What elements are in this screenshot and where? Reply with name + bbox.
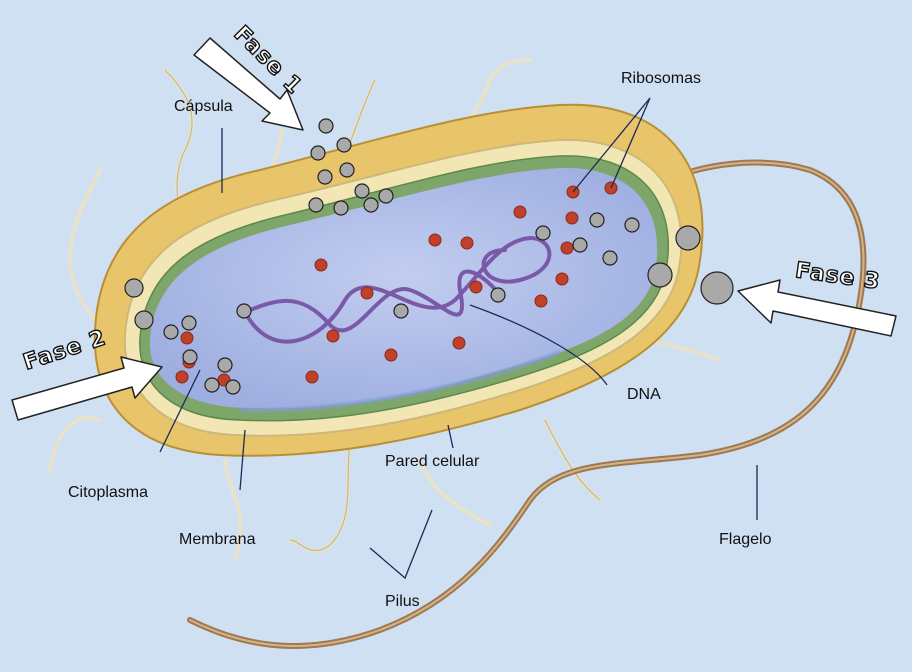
particle xyxy=(311,146,325,160)
particle xyxy=(379,189,393,203)
ribosome xyxy=(566,212,578,224)
particle xyxy=(205,378,219,392)
ribosome xyxy=(429,234,441,246)
pilus-label: Pilus xyxy=(385,593,420,611)
particle xyxy=(125,279,143,297)
particle xyxy=(355,184,369,198)
particle xyxy=(491,288,505,302)
particle xyxy=(536,226,550,240)
particle xyxy=(676,226,700,250)
pilus xyxy=(545,420,600,500)
ribosome xyxy=(176,371,188,383)
particle xyxy=(701,272,733,304)
pilus xyxy=(50,418,100,470)
particle xyxy=(319,119,333,133)
ribosome xyxy=(461,237,473,249)
ribosomas-label: Ribosomas xyxy=(621,70,701,88)
particle xyxy=(364,198,378,212)
particle xyxy=(218,358,232,372)
particle xyxy=(340,163,354,177)
citoplasma-label: Citoplasma xyxy=(68,484,148,502)
particle xyxy=(226,380,240,394)
particle xyxy=(183,350,197,364)
particle xyxy=(603,251,617,265)
particle xyxy=(182,316,196,330)
particle xyxy=(590,213,604,227)
ribosome xyxy=(535,295,547,307)
particle xyxy=(318,170,332,184)
particle xyxy=(164,325,178,339)
ribosome xyxy=(327,330,339,342)
pared-celular-label: Pared celular xyxy=(385,453,479,471)
ribosome xyxy=(514,206,526,218)
capsula-label: Cápsula xyxy=(174,98,233,116)
particle xyxy=(337,138,351,152)
ribosome xyxy=(470,281,482,293)
ribosome xyxy=(561,242,573,254)
ribosome xyxy=(361,287,373,299)
ribosome xyxy=(181,332,193,344)
flagelo-label: Flagelo xyxy=(719,531,771,549)
particle xyxy=(135,311,153,329)
pilus-leader xyxy=(370,510,432,578)
pilus xyxy=(290,440,350,551)
ribosome xyxy=(385,349,397,361)
particle xyxy=(309,198,323,212)
ribosome xyxy=(306,371,318,383)
particle xyxy=(648,263,672,287)
membrana-label: Membrana xyxy=(179,531,255,549)
ribosome xyxy=(556,273,568,285)
dna-label: DNA xyxy=(627,386,661,404)
particle xyxy=(334,201,348,215)
particle xyxy=(573,238,587,252)
particle xyxy=(394,304,408,318)
particle xyxy=(237,304,251,318)
ribosome xyxy=(315,259,327,271)
ribosome xyxy=(453,337,465,349)
particle xyxy=(625,218,639,232)
